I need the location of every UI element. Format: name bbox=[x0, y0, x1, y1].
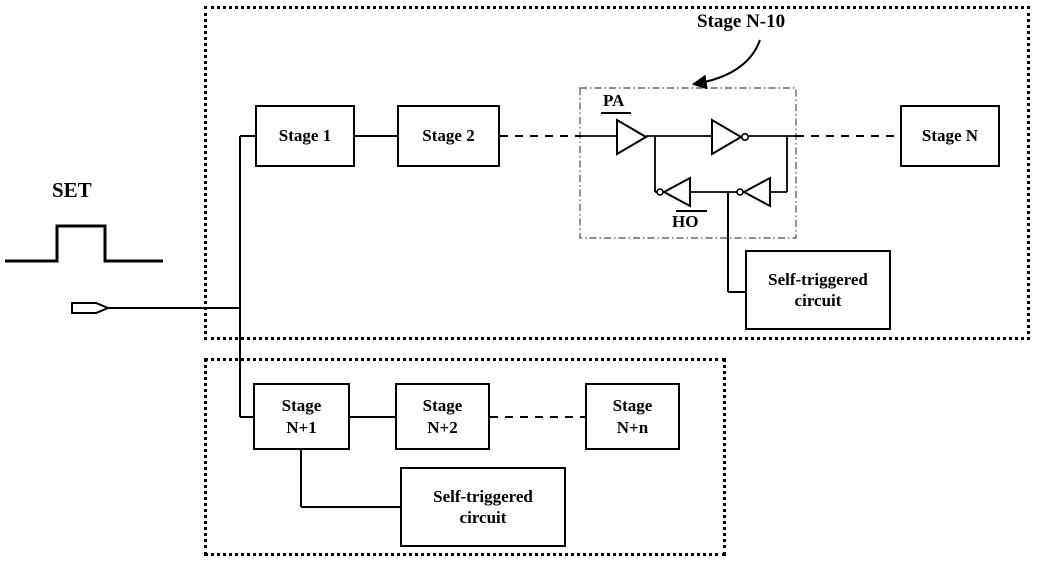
stage-n-10-label: Stage N-10 bbox=[697, 11, 786, 32]
stage-detail-dashdot-box bbox=[579, 87, 797, 239]
stage-n-plus-1-label-line1: Stage bbox=[281, 396, 322, 416]
stage-n-plus-1-label-line2: N+1 bbox=[286, 417, 317, 437]
ho-keeper-label: HO bbox=[672, 212, 699, 231]
stage-1-label: Stage 1 bbox=[278, 126, 332, 146]
stage-n-plus-2-label-line2: N+2 bbox=[427, 417, 458, 437]
stage-n-plus-n-box: Stage N+n bbox=[585, 383, 680, 450]
forward-inverter-bubble bbox=[740, 133, 749, 142]
self-triggered-circuit-bottom-box: Self-triggered circuit bbox=[400, 467, 566, 547]
top-pipeline-dotted-region bbox=[204, 6, 1030, 340]
stage-2-box: Stage 2 bbox=[397, 105, 500, 167]
stage-n-plus-n-label-line2: N+n bbox=[616, 417, 649, 437]
bottom-pipeline-dotted-region bbox=[204, 358, 726, 556]
self-triggered-top-label-line2: circuit bbox=[794, 291, 842, 310]
stage-2-label: Stage 2 bbox=[422, 126, 475, 146]
stage-n-plus-2-label-line1: Stage bbox=[422, 396, 463, 416]
stage-n-label: Stage N bbox=[921, 126, 979, 146]
self-triggered-bottom-label-line2: circuit bbox=[459, 508, 507, 527]
self-triggered-circuit-top-box: Self-triggered circuit bbox=[745, 250, 891, 330]
probe-connector-icon bbox=[71, 302, 111, 314]
stage-n-plus-n-label-line1: Stage bbox=[612, 396, 653, 416]
pa-buffer-label: PA bbox=[603, 91, 625, 110]
feedback-inverter-left-icon bbox=[661, 176, 691, 208]
feedback-inverter-right-bubble bbox=[736, 188, 744, 196]
stage-n-plus-2-box: Stage N+2 bbox=[395, 383, 490, 450]
feedback-inverter-left-bubble bbox=[656, 188, 664, 196]
stage-n-box: Stage N bbox=[900, 105, 1000, 167]
stage-n-plus-1-box: Stage N+1 bbox=[253, 383, 350, 450]
stage-1-box: Stage 1 bbox=[255, 105, 355, 167]
self-triggered-top-label-line1: Self-triggered bbox=[768, 269, 868, 289]
self-triggered-bottom-label-line1: Self-triggered bbox=[433, 486, 533, 506]
feedback-inverter-right-icon bbox=[741, 176, 771, 208]
set-signal-label: SET bbox=[52, 178, 92, 202]
stageN10-callout-arrow bbox=[691, 39, 761, 90]
set-pulse-waveform bbox=[5, 224, 163, 263]
forward-inverter-icon bbox=[711, 118, 743, 156]
pa-buffer-icon bbox=[616, 118, 648, 156]
